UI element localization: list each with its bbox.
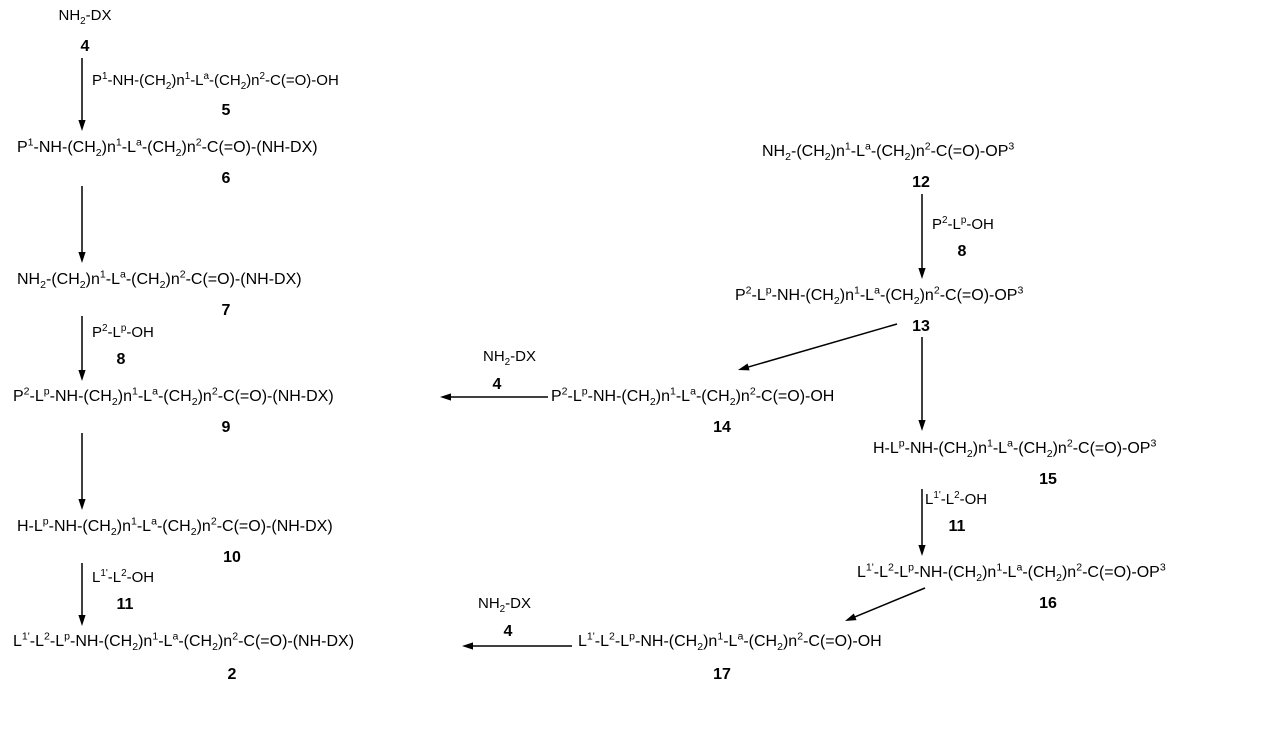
- compound-16-number: 16: [1039, 595, 1057, 612]
- compound-13: P2-Lp-NH-(CH2)n1-La-(CH2)n2-C(=O)-OP3: [735, 284, 1024, 308]
- reagent-5: P1-NH-(CH2)n1-La-(CH2)n2-C(=O)-OH: [92, 71, 339, 92]
- compound-6-number: 6: [221, 170, 231, 187]
- reagent-11-right-number: 11: [948, 518, 966, 535]
- compound-12-number: 12: [912, 174, 930, 191]
- arrow-9-to-10: [78, 433, 86, 510]
- compound-7-number: 7: [221, 302, 231, 319]
- reagent-nh2-dx-top: NH2-DX: [58, 7, 112, 27]
- arrow-13-to-15: [918, 337, 926, 431]
- compound-12: NH2-(CH2)n1-La-(CH2)n2-C(=O)-OP3: [762, 140, 1015, 164]
- arrow-14-to-9: [440, 393, 548, 401]
- compound-6: P1-NH-(CH2)n1-La-(CH2)n2-C(=O)-(NH-DX): [17, 136, 318, 160]
- compound-9: P2-Lp-NH-(CH2)n1-La-(CH2)n2-C(=O)-(NH-DX…: [13, 385, 334, 409]
- arrow-7-to-9: [78, 316, 86, 381]
- reagent-8-right-number: 8: [957, 243, 967, 260]
- arrow-4-to-6: [78, 58, 86, 131]
- reagent-nh2-dx-middle: NH2-DX: [483, 348, 537, 368]
- arrow-17-to-2: [462, 642, 572, 650]
- compound-2-number: 2: [227, 666, 237, 683]
- compound-7: NH2-(CH2)n1-La-(CH2)n2-C(=O)-(NH-DX): [17, 268, 302, 292]
- compound-15-number: 15: [1039, 471, 1057, 488]
- arrow-10-to-2: [78, 563, 86, 626]
- reagent-5-number: 5: [221, 102, 231, 119]
- reagent-11-right: L1'-L2-OH: [925, 490, 988, 508]
- arrow-16-to-17: [845, 587, 926, 621]
- compound-17: L1'-L2-Lp-NH-(CH2)n1-La-(CH2)n2-C(=O)-OH: [578, 630, 882, 654]
- arrow-12-to-13: [918, 194, 926, 279]
- compound-10: H-Lp-NH-(CH2)n1-La-(CH2)n2-C(=O)-(NH-DX): [17, 515, 333, 539]
- compound-15: H-Lp-NH-(CH2)n1-La-(CH2)n2-C(=O)-OP3: [873, 437, 1157, 461]
- reagent-nh2-dx-bottom: NH2-DX: [478, 595, 532, 615]
- arrow-6-to-7: [78, 186, 86, 263]
- arrow-13-to-14: [738, 323, 898, 371]
- reagent-nh2-dx-middle-number: 4: [492, 376, 502, 393]
- compound-16: L1'-L2-Lp-NH-(CH2)n1-La-(CH2)n2-C(=O)-OP…: [857, 561, 1166, 585]
- reagent-8-left-number: 8: [116, 351, 126, 368]
- compound-13-number: 13: [912, 318, 930, 335]
- compound-14: P2-Lp-NH-(CH2)n1-La-(CH2)n2-C(=O)-OH: [551, 385, 835, 409]
- reagent-nh2-dx-bottom-number: 4: [503, 623, 513, 640]
- compound-9-number: 9: [221, 419, 231, 436]
- reagent-11-left: L1'-L2-OH: [92, 568, 155, 586]
- reagent-nh2-dx-top-number: 4: [80, 38, 90, 55]
- reagent-8-right: P2-Lp-OH: [932, 215, 994, 233]
- reagent-11-left-number: 11: [116, 596, 134, 613]
- reagent-8-left: P2-Lp-OH: [92, 323, 154, 341]
- compound-17-number: 17: [713, 666, 731, 683]
- compound-14-number: 14: [713, 419, 731, 436]
- compound-2: L1'-L2-Lp-NH-(CH2)n1-La-(CH2)n2-C(=O)-(N…: [13, 630, 355, 654]
- compound-10-number: 10: [223, 549, 241, 566]
